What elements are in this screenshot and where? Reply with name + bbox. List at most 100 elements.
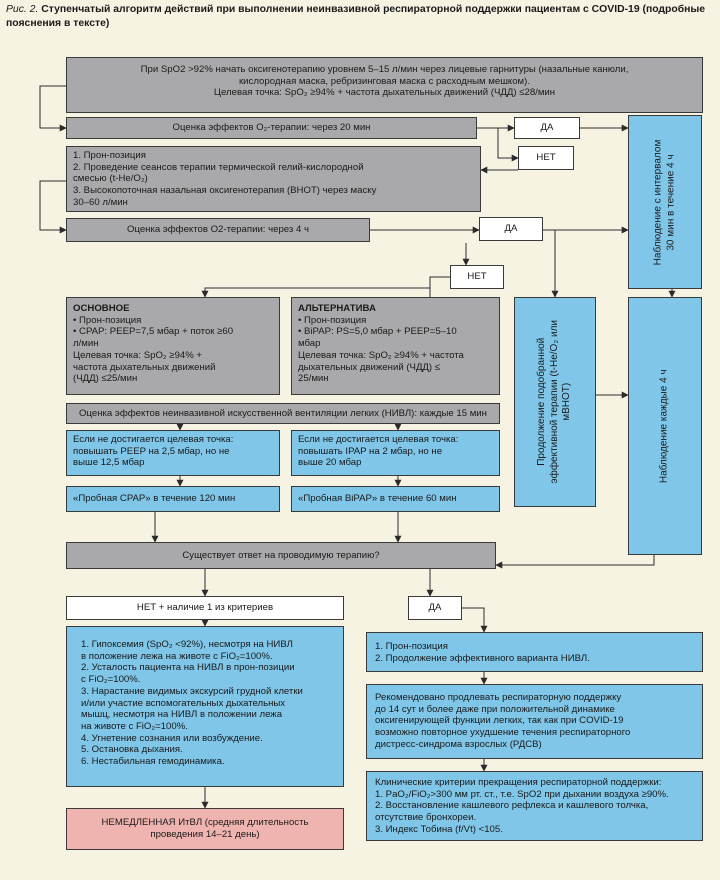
criteria-line-6: и/или участие вспомогательных дыхательны… (81, 697, 286, 709)
stop-line-3: 2. Восстановление кашлевого рефлекса и к… (375, 800, 649, 812)
yes-box-2: ДА (479, 217, 543, 241)
arrow-options-to-eval4h (39, 180, 67, 234)
eval-4h-box: Оценка эффектов O2-терапии: через 4 ч (66, 218, 370, 242)
continue-therapy-line-2: эффективной терапии (t-He/O₂ или (548, 320, 560, 484)
immediate-ivl-box: НЕМЕДЛЕННАЯ ИтВЛ (средняя длительность п… (66, 808, 344, 850)
peep-increase-box: Если не достигается целевая точка: повыш… (66, 430, 280, 476)
yes-2-text: ДА (504, 223, 518, 235)
arrow-start-to-eval20 (39, 85, 67, 132)
continue-niv-box: 1. Прон-позиция 2. Продолжение эффективн… (366, 632, 703, 672)
alt-head: АЛЬТЕРНАТИВА (298, 303, 376, 314)
alt-line-1: • Прон-позиция (298, 314, 367, 326)
continue-therapy-text: Продолжение подобранной эффективной тера… (536, 320, 574, 484)
continue-therapy-box: Продолжение подобранной эффективной тера… (514, 297, 596, 507)
start-line-2: кислородная маска, ребризинговая маска с… (238, 75, 531, 87)
start-line-3: Целевая точка: SpO₂ ≥94% + частота дыхат… (213, 87, 556, 99)
alt-line-6: 25/мин (298, 373, 329, 385)
ivl-line-2: проведения 14–21 день) (150, 828, 260, 840)
stop-line-1: Клинические критерии прекращения респира… (375, 777, 662, 788)
observe-30min-line-2: 30 мин в течение 4 ч (665, 153, 676, 251)
ipap-line-3: выше 20 мбар (298, 457, 362, 469)
no-criteria-box: НЕТ + наличие 1 из критериев (66, 596, 344, 620)
observe-4h-box: Наблюдение каждые 4 ч (628, 297, 702, 555)
options-line-1: 1. Прон-позиция (73, 150, 146, 161)
no-box-2: НЕТ (450, 265, 504, 289)
options-line-4: 3. Высокопоточная назальная оксигенотера… (73, 185, 377, 197)
criteria-line-2: в положение лежа на животе с FiO₂=100%. (81, 650, 273, 662)
criteria-line-8: на животе с FiO₂=100%. (81, 720, 188, 732)
options-line-5: 30–60 л/мин (73, 196, 128, 208)
niv-eval-box: Оценка эффектов неинвазивной искусственн… (66, 403, 500, 424)
stop-criteria-box: Клинические критерии прекращения респира… (366, 771, 703, 841)
ipap-line-2: повышать IPAP на 2 мбар, но не (298, 445, 443, 457)
peep-line-3: выше 12,5 мбар (73, 457, 145, 469)
main-line-2: • CPAP: PEEP=7,5 мбар + поток ≥60 (73, 326, 234, 338)
peep-line-1: Если не достигается целевая точка: (73, 434, 234, 445)
alt-option-box: АЛЬТЕРНАТИВА • Прон-позиция • BiPAP: PS=… (291, 297, 500, 395)
no-criteria-text: НЕТ + наличие 1 из критериев (136, 602, 274, 614)
arrow-observe4h-to-response (495, 555, 655, 569)
main-head: ОСНОВНОЕ (73, 303, 130, 314)
initial-options-box: 1. Прон-позиция 2. Проведение сеансов те… (66, 146, 481, 212)
recommend-line-3: оксигенирующей функции легких, так как п… (375, 715, 624, 727)
continue-niv-line-2: 2. Продолжение эффективного варианта НИВ… (375, 652, 590, 664)
observe-30min-line-1: Наблюдение с интервалом (652, 139, 664, 265)
no-box-1: НЕТ (518, 146, 574, 170)
figure-title-text: Ступенчатый алгоритм действий при выполн… (6, 4, 706, 29)
no-1-text: НЕТ (536, 152, 556, 164)
options-line-3: смесью (t-He/O₂) (73, 173, 148, 185)
recommend-line-5: дистресс-синдрома взрослых (РДСВ) (375, 738, 542, 750)
figure-label: Рис. 2. (6, 4, 39, 15)
main-line-1: • Прон-позиция (73, 314, 142, 326)
recommend-line-1: Рекомендовано продлевать респираторную п… (375, 692, 622, 703)
response-question-box: Существует ответ на проводимую терапию? (66, 542, 496, 569)
continue-therapy-line-3: мВНОТ) (561, 383, 573, 421)
continue-therapy-line-1: Продолжение подобранной (536, 338, 548, 466)
yes-3-text: ДА (428, 602, 442, 614)
arrow-yes3-to-continuenniv (462, 607, 488, 633)
peep-line-2: повышать PEEP на 2,5 мбар, но не (73, 445, 230, 457)
criteria-line-3: 2. Усталость пациента на НИВЛ в прон-поз… (81, 662, 295, 674)
start-line-1: При SpO2 >92% начать оксигенотерапию уро… (140, 64, 629, 75)
niv-eval-text: Оценка эффектов неинвазивной искусственн… (79, 407, 487, 419)
alt-line-2: • BiPAP: PS=5,0 мбар + PEEP=5–10 (298, 326, 457, 338)
no-2-text: НЕТ (467, 271, 487, 283)
recommendation-box: Рекомендовано продлевать респираторную п… (366, 684, 703, 759)
recommend-line-2: до 14 сут и более даже при положительной… (375, 703, 615, 715)
observe-30min-text: Наблюдение с интервалом 30 мин в течение… (653, 139, 678, 265)
eval-4h-text: Оценка эффектов O2-терапии: через 4 ч (127, 224, 309, 236)
criteria-line-10: 5. Остановка дыхания. (81, 744, 183, 756)
eval-20min-text: Оценка эффектов O₂-терапии: через 20 мин (172, 122, 371, 134)
yes-1-text: ДА (540, 122, 554, 134)
cpap-trial-box: «Пробная CPAP» в течение 120 мин (66, 486, 280, 512)
response-question-text: Существует ответ на проводимую терапию? (182, 549, 380, 561)
stop-line-5: 3. Индекс Тобина (f/Vt) <105. (375, 823, 503, 835)
intubation-criteria-box: 1. Гипоксемия (SpO₂ <92%), несмотря на Н… (66, 626, 344, 787)
ipap-line-1: Если не достигается целевая точка: (298, 434, 459, 445)
options-line-2: 2. Проведение сеансов терапии термическо… (73, 161, 364, 173)
yes-box-3: ДА (408, 596, 462, 620)
observe-4h-text: Наблюдение каждые 4 ч (658, 369, 670, 483)
arrow-no2-to-main (201, 276, 450, 298)
main-line-3: л/мин (73, 338, 99, 350)
criteria-line-11: 6. Нестабильная гемодинамика. (81, 756, 225, 768)
yes-box-1: ДА (514, 117, 580, 139)
criteria-line-9: 4. Угнетение сознания или возбуждение. (81, 732, 263, 744)
criteria-line-5: 3. Нарастание видимых экскурсий грудной … (81, 685, 303, 697)
stop-line-4: отсутствие бронхореи. (375, 812, 477, 824)
start-oxygen-box: При SpO2 >92% начать оксигенотерапию уро… (66, 57, 703, 113)
eval-20min-box: Оценка эффектов O₂-терапии: через 20 мин (66, 117, 477, 139)
alt-line-3: мбар (298, 338, 321, 350)
arrow-eval20-to-no1 (497, 128, 519, 162)
main-line-5: частота дыхательных движений (73, 361, 216, 373)
figure-title: Рис. 2. Ступенчатый алгоритм действий пр… (6, 3, 706, 30)
bipap-trial-box: «Пробная BiPAP» в течение 60 мин (291, 486, 500, 512)
criteria-line-4: с FiO₂=100%. (81, 674, 141, 686)
main-option-box: ОСНОВНОЕ • Прон-позиция • CPAP: PEEP=7,5… (66, 297, 280, 395)
main-line-6: (ЧДД) ≤25/мин (73, 373, 138, 385)
continue-niv-line-1: 1. Прон-позиция (375, 641, 448, 652)
alt-line-5: дыхательных движений (ЧДД) ≤ (298, 361, 441, 373)
alt-line-4: Целевая точка: SpO₂ ≥94% + частота (298, 349, 464, 361)
bipap-trial-text: «Пробная BiPAP» в течение 60 мин (298, 493, 457, 505)
stop-line-2: 1. PaO₂/FiO₂>300 мм рт. ст., т.е. SpO2 п… (375, 788, 669, 800)
